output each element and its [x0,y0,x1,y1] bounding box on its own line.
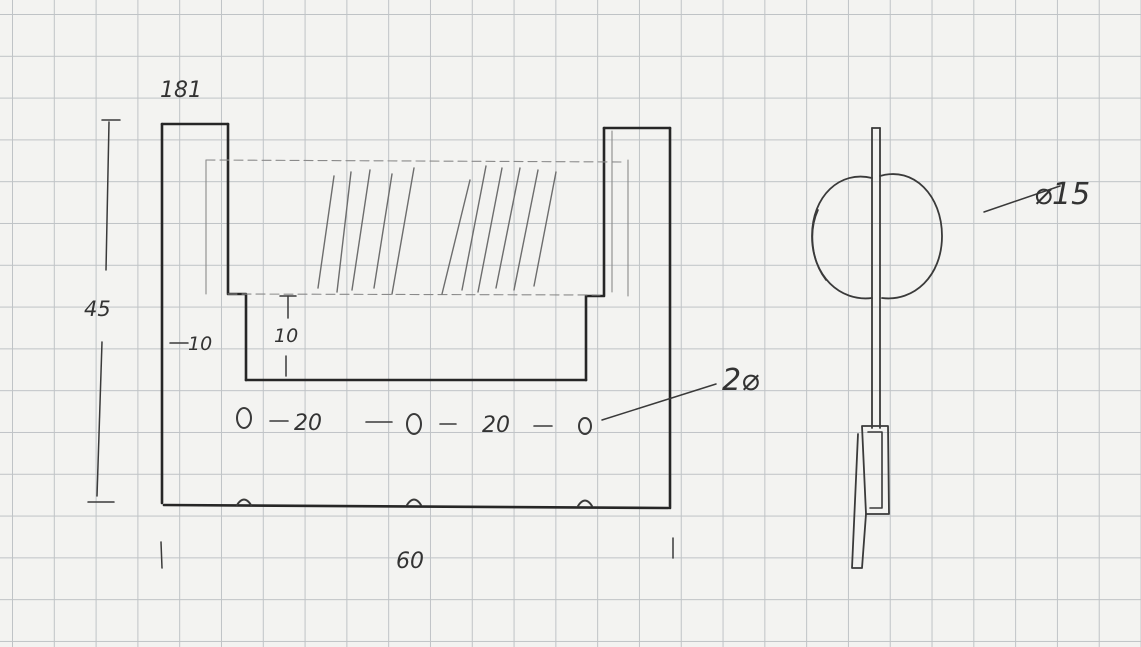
side-view [811,127,1061,569]
right-tab-inner-edge [584,126,606,382]
label-height: 45 [84,297,111,321]
side-view-head-left-inner [811,209,827,281]
side-view-head-left [811,175,873,300]
bottom-hole-mark-right [577,499,593,507]
bottom-marks [236,498,593,507]
label-hole-diameter: 2⌀ [722,363,759,398]
width-dim-left-tick [160,541,163,569]
height-dim-upper-line [105,121,110,271]
label-notch-depth: 10 [274,325,298,347]
hole-left [236,407,252,429]
bottom-hole-mark-left [236,498,252,506]
width-dimension [160,537,674,569]
bend-region [205,130,629,297]
label-notch-width: 10 [188,333,212,355]
label-width: 60 [396,549,424,574]
side-tail [851,433,867,569]
side-view-head-right [879,173,943,300]
notch-dimension [169,295,297,377]
bottom-hole-mark-center [406,498,422,506]
hole-right [578,417,592,435]
height-dim-lower-line [96,341,103,497]
bend-line-bottom [227,293,601,296]
height-dimension [87,119,121,503]
holes-row [236,407,592,435]
front-view-part [160,122,672,510]
label-top-left: 181 [160,78,202,103]
label-circle-diameter: ⌀15 [1034,177,1090,212]
hole-center [406,413,422,435]
label-hole-spacing-2: 20 [482,413,510,438]
side-clip-outer [861,425,890,515]
left-tab-inner-edge [226,122,248,382]
bend-line-top [205,159,623,163]
side-clip-inner [867,431,883,509]
hatching [317,165,557,295]
part-bottom-edge [162,503,670,510]
label-hole-spacing-1: 20 [294,411,322,436]
hole-spacing-dimension [269,420,553,427]
diameter-leader-line [983,185,1061,213]
hole-leader-line [601,383,717,421]
